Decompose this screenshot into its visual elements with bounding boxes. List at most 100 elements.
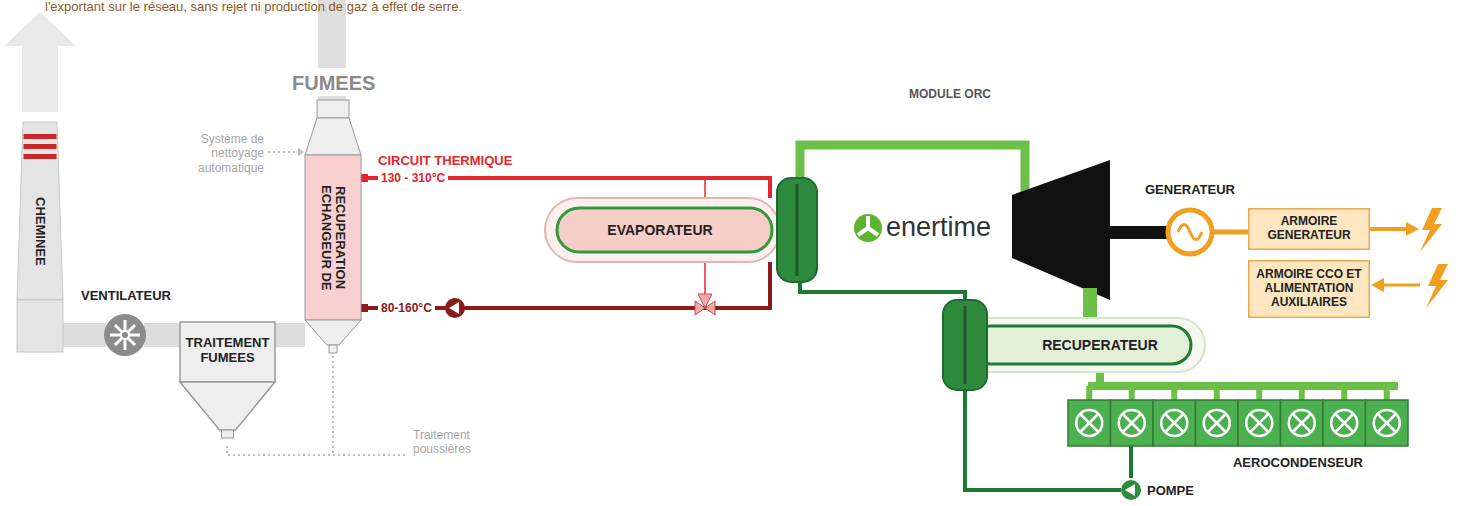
exchanger-neck: [317, 100, 349, 118]
power-line: [1368, 227, 1408, 231]
duct: [144, 323, 176, 347]
cabinet-box: [1249, 209, 1370, 250]
fan-blades: [110, 320, 140, 350]
hopper: [180, 382, 275, 430]
evaporator-bundle: [557, 208, 772, 252]
recuperator-bundle: [971, 326, 1191, 364]
manifold-stub: [1341, 386, 1347, 400]
power-line: [1212, 230, 1240, 235]
power-line: [1382, 284, 1420, 287]
manifold-stub: [1299, 386, 1305, 400]
fan-cell: [1111, 400, 1154, 446]
leader-arrow: [298, 148, 304, 156]
node-label: POMPE: [1147, 483, 1194, 498]
fan-casing: [104, 314, 146, 356]
intro-text: l'exportant sur le réseau, sans rejet ni…: [45, 0, 462, 14]
heat-exchanger: ECHANGEUR DE RECUPERATION: [305, 100, 361, 355]
fan-symbol: [1374, 410, 1400, 436]
connector: [1129, 470, 1133, 478]
condensate-line: [1129, 446, 1133, 470]
node-label: ARMOIRE GENERATEUR: [1252, 215, 1366, 243]
fan-symbol: [1076, 410, 1102, 436]
arrow-head: [1371, 278, 1384, 292]
pump: POMPE: [1121, 478, 1221, 502]
circulation-pump: [445, 298, 465, 318]
recuperator: RECUPERATEUR: [935, 318, 1205, 372]
note: Système de nettoyage automatique: [178, 132, 264, 175]
fan-symbol: [1204, 410, 1230, 436]
node-label: RECUPERATEUR: [1042, 337, 1158, 353]
connector: [275, 323, 305, 347]
fan-symbol: [1331, 410, 1357, 436]
connector: [1240, 230, 1248, 235]
exchanger-hood: [305, 118, 361, 155]
lightning: [1426, 264, 1448, 308]
exchanger-body: [305, 155, 361, 320]
chimney-stripe: [24, 154, 57, 159]
fan-cell: [1323, 400, 1366, 446]
circuit-label: CIRCUIT THERMIQUE: [378, 153, 512, 168]
circulation-pump: [449, 302, 459, 314]
manifold-stub: [1129, 386, 1135, 400]
recuperator-shell: [955, 318, 1205, 372]
pump-symbol: [1121, 480, 1141, 500]
vapour-line: [800, 145, 1025, 194]
cabinet-box: ARMOIRE GENERATEUR: [1248, 208, 1370, 250]
edge-label: 130 - 310°C: [378, 171, 448, 185]
fan-symbol: [1123, 414, 1141, 432]
node-label: TRAITEMENT FUMEES: [180, 336, 275, 366]
manifold-stub: [1384, 386, 1390, 400]
exchanger-cone: [305, 320, 361, 345]
generator-symbol: [1168, 210, 1212, 254]
flow-label: FUMEES: [292, 72, 375, 95]
fan-symbol: [1161, 410, 1187, 436]
fan-cell: [1238, 400, 1281, 446]
three-way-valve: [698, 294, 712, 308]
fan-symbol: [1208, 414, 1226, 432]
manifold-stub: [1214, 386, 1220, 400]
leader-line: [268, 151, 298, 153]
fan-cell: [1281, 400, 1324, 446]
ac-symbol: [1178, 225, 1202, 240]
evaporator-head: [777, 178, 817, 282]
evaporator-shell: [545, 198, 780, 262]
fan: VENTILATEUR: [76, 290, 176, 358]
smoke-arrow: [4, 12, 76, 112]
chimney-base: [17, 300, 63, 352]
air-condenser: AEROCONDENSEUR: [1068, 382, 1408, 470]
logo-symbol: [854, 214, 882, 242]
connector: [1096, 372, 1104, 382]
node-label: AEROCONDENSEUR: [1233, 455, 1363, 470]
manifold-stub: [1086, 386, 1092, 400]
node-label: GENERATEUR: [1145, 182, 1235, 197]
cabinet-box: [1249, 261, 1370, 318]
fan-symbol: [1293, 414, 1311, 432]
fan-symbol: [1246, 410, 1272, 436]
manifold-stub: [1256, 386, 1262, 400]
logo-symbol: [858, 216, 878, 235]
fan-hub: [121, 331, 129, 339]
fan-symbol: [1165, 414, 1183, 432]
module-region: MODULE ORCEVAPORATEURGENERATEURARMOIRE G…: [520, 86, 1461, 506]
evaporator: EVAPORATEUR: [545, 198, 820, 262]
fan-symbol: [1335, 414, 1353, 432]
node-label: ARMOIRE CCO ET ALIMENTATION AUXILIAIRES: [1252, 268, 1366, 309]
flue-gas-treatment: TRAITEMENT FUMEES: [180, 322, 275, 442]
fan-symbol: [1378, 414, 1396, 432]
pump-symbol: [1125, 484, 1135, 496]
fan-cell: [1153, 400, 1196, 446]
fan-cell: [1068, 400, 1111, 446]
recuperator-head: [943, 300, 987, 390]
exchanger-outlet: [329, 345, 337, 353]
chimney: CHEMINEE: [17, 122, 63, 352]
chimney-stripe: [24, 144, 57, 149]
node-label: CHEMINEE: [33, 197, 48, 266]
connector: [800, 262, 965, 318]
note: Traitement poussières: [413, 428, 485, 457]
edge-label: 80-160°C: [378, 301, 435, 315]
fan-symbol: [1250, 414, 1268, 432]
fan-symbol: [1119, 410, 1145, 436]
arrow-head: [1406, 222, 1419, 236]
turbine-outlet: [1083, 288, 1097, 320]
manifold-stub: [1171, 386, 1177, 400]
